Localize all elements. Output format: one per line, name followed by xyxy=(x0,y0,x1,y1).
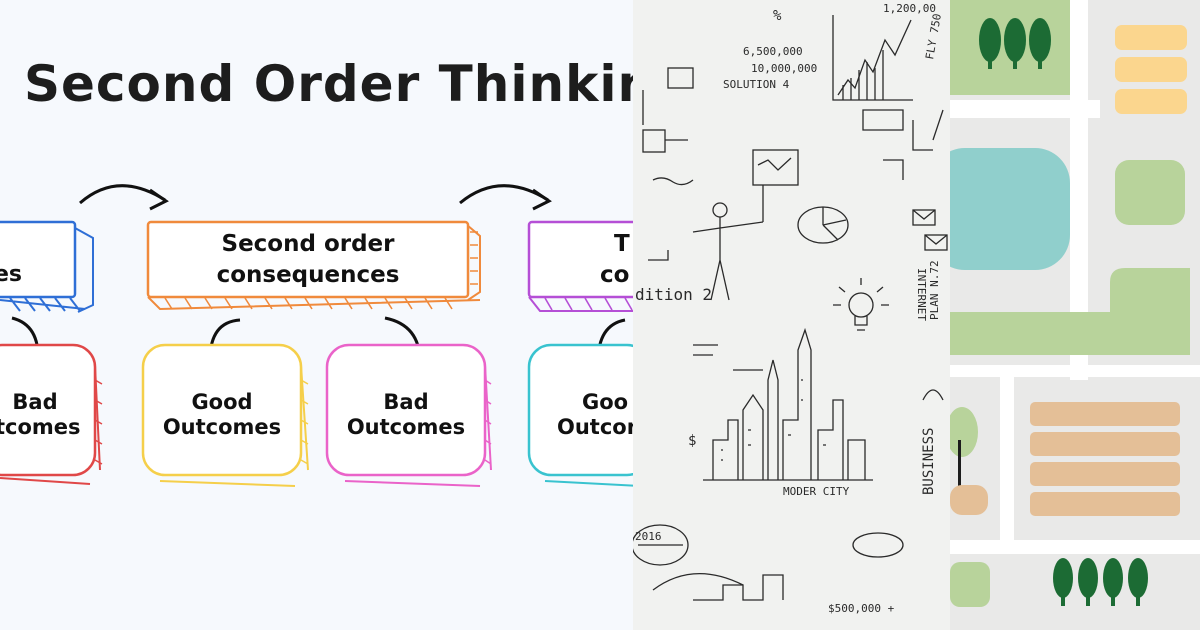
road-vertical-2 xyxy=(1000,377,1014,542)
tan-buildings xyxy=(1030,402,1180,516)
road-horizontal-3 xyxy=(950,540,1200,554)
green-block-bottom xyxy=(950,562,990,607)
outcome-3-line1: Bad xyxy=(383,390,429,414)
second-order-box xyxy=(146,220,481,311)
sketch-text-9: BUSINESS xyxy=(921,428,937,495)
first-box-label: es xyxy=(0,262,23,287)
green-block-small xyxy=(1115,160,1185,225)
tree-group-bottom xyxy=(1053,558,1148,606)
sketch-text-10: MODER CITY xyxy=(783,485,850,498)
city-icon xyxy=(703,327,873,481)
arrow-2 xyxy=(459,184,549,205)
green-l-block xyxy=(950,268,1190,355)
third-order-box xyxy=(527,220,633,312)
flow-diagram xyxy=(0,184,633,487)
sketch-text-1: 1,200,00 xyxy=(883,2,936,15)
outcome-4-line2: Outcon xyxy=(557,415,633,439)
outcome-2-line2: Outcomes xyxy=(162,415,282,439)
outcome-2-line1: Good xyxy=(191,390,253,414)
pond xyxy=(950,148,1070,270)
lightbulb-icon xyxy=(833,278,889,331)
second-order-thinking-panel: Second Order Thinking xyxy=(0,55,633,487)
sketch-text-13: $ xyxy=(688,433,696,449)
chart-icon xyxy=(832,15,913,101)
outcome-box-red xyxy=(0,343,103,485)
map-illustration xyxy=(950,0,1200,630)
outcome-3-line2: Outcomes xyxy=(346,415,466,439)
sketch-text-3: 6,500,000 xyxy=(743,45,803,58)
arrow-1-head xyxy=(149,188,169,211)
city-map-panel xyxy=(950,0,1200,630)
envelope-icon xyxy=(912,209,948,251)
outcome-box-yellow xyxy=(141,343,309,487)
pie-chart-icon xyxy=(797,206,849,244)
yellow-building-1 xyxy=(1115,25,1187,50)
third-box-label-line1: T xyxy=(614,231,630,257)
business-sketch-panel: 1,200,00 FLY 750 6,500,000 10,000,000 SO… xyxy=(633,0,950,630)
sketch-text-14: % xyxy=(773,8,782,24)
second-box-label-line1: Second order xyxy=(221,231,395,257)
sketch-text-8: PLAN N.72 xyxy=(928,260,941,320)
outcome-box-pink xyxy=(325,343,492,487)
sketch-text-5: SOLUTION 4 xyxy=(723,78,790,91)
outcome-1-line1: Bad xyxy=(12,390,58,414)
tree-group-top xyxy=(979,18,1051,69)
sketch-text-6: dition 2 xyxy=(635,285,712,304)
outcome-box-teal xyxy=(527,343,633,487)
person-icon xyxy=(692,149,799,301)
first-order-box xyxy=(0,220,94,313)
arrow-2-head xyxy=(532,188,552,211)
tree-single xyxy=(950,407,988,515)
road-horizontal-2 xyxy=(950,365,1200,377)
road-vertical xyxy=(1070,0,1088,380)
outcome-1-line2: tcomes xyxy=(0,415,81,439)
page-title: Second Order Thinking xyxy=(24,55,633,113)
sketch-text-11: 2016 xyxy=(635,530,662,543)
sketch-text-7: INTERNET xyxy=(915,268,928,321)
sketch-text-2: FLY 750 xyxy=(923,13,944,61)
sketch-text-12: $500,000 + xyxy=(828,602,895,615)
third-box-label-line2: co xyxy=(600,262,630,288)
outcome-4-line1: Goo xyxy=(582,390,629,414)
yellow-building-3 xyxy=(1115,89,1187,114)
yellow-building-2 xyxy=(1115,57,1187,82)
sketch-text-4: 10,000,000 xyxy=(751,62,817,75)
arrow-1 xyxy=(79,184,166,205)
second-box-label-line2: consequences xyxy=(216,262,400,288)
sketch-drawing: 1,200,00 FLY 750 6,500,000 10,000,000 SO… xyxy=(633,2,948,615)
